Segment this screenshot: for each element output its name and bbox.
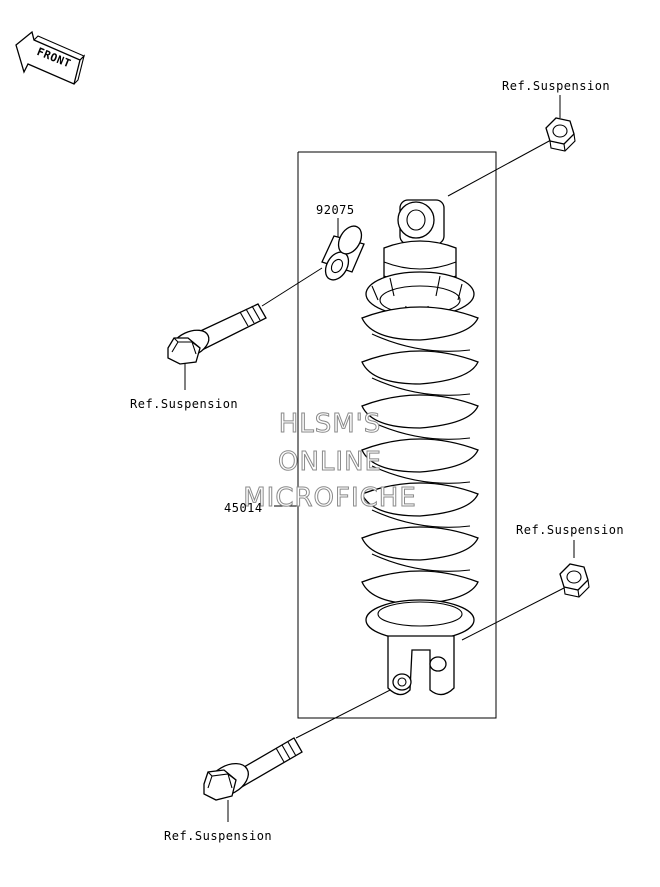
collar-part — [321, 225, 365, 281]
bottom-nut — [559, 563, 590, 598]
watermark-line-2: ONLINE — [278, 447, 382, 477]
reference-box — [297, 151, 497, 719]
spring-coils — [361, 306, 479, 605]
watermark-line-1: HLSM'S — [279, 409, 382, 439]
front-arrow-icon: FRONT — [15, 30, 86, 85]
upper-bolt — [167, 303, 267, 365]
callout-ref-left-bolt[interactable]: Ref.Suspension — [130, 397, 238, 411]
callout-ref-bottom-bolt[interactable]: Ref.Suspension — [164, 829, 272, 843]
watermark: HLSM'S ONLINE MICROFICHE — [243, 409, 417, 514]
lower-bolt — [203, 737, 303, 801]
watermark-line-3: MICROFICHE — [243, 483, 417, 513]
callout-part-92075[interactable]: 92075 — [316, 203, 355, 217]
callout-ref-top-right[interactable]: Ref.Suspension — [502, 79, 610, 93]
callout-ref-right-nut[interactable]: Ref.Suspension — [516, 523, 624, 537]
shock-absorber — [361, 199, 479, 696]
top-nut — [545, 117, 576, 152]
leader-lines — [184, 95, 575, 822]
callout-part-45014[interactable]: 45014 — [224, 501, 263, 515]
